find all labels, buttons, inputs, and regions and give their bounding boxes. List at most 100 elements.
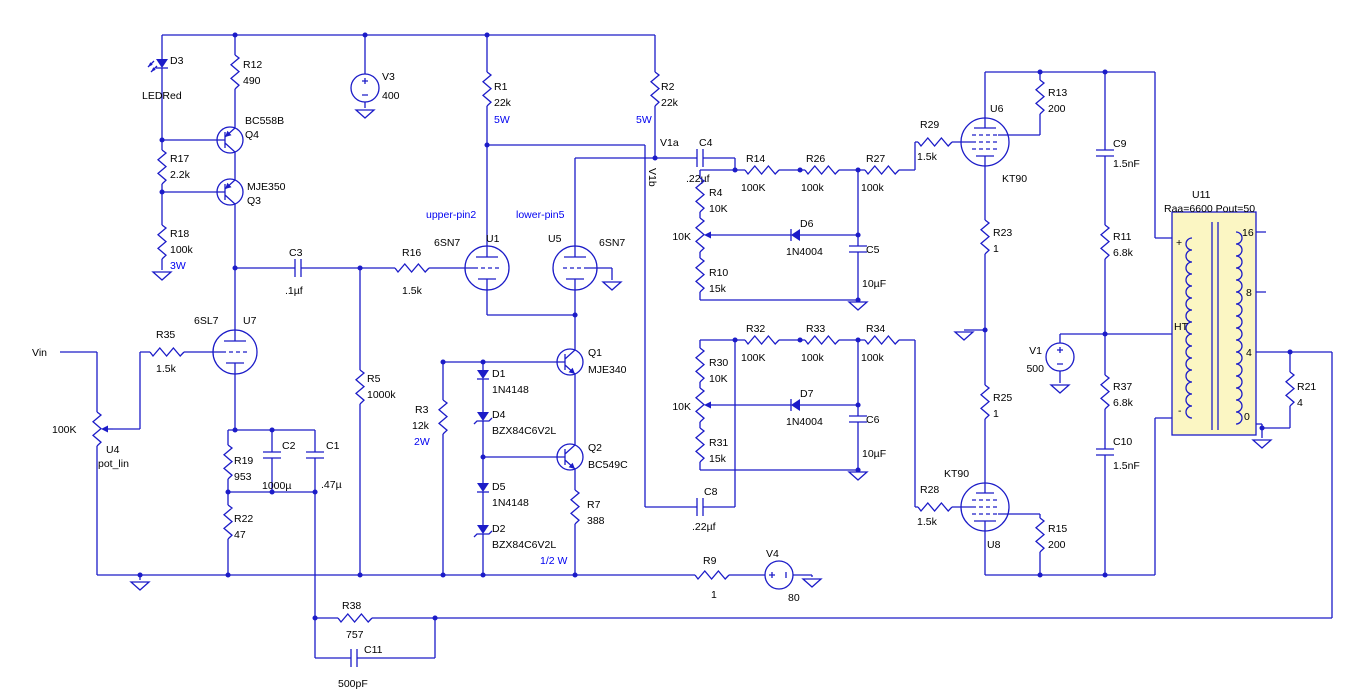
D5-value: 1N4148 [492,497,529,509]
resistor-R38[interactable]: R38 757 [337,600,373,641]
R12-value: 490 [243,75,261,87]
R4-value: 10K [709,203,728,215]
resistor-R28[interactable]: R28 1.5k [917,484,953,528]
vsource-V3[interactable]: V3 400 [350,71,400,103]
resistor-R32[interactable]: R32 100K [741,323,780,364]
Q1-value: MJE340 [588,364,627,376]
capacitor-C6[interactable]: C6 10µF [848,414,886,460]
D7-value: 1N4004 [786,416,823,428]
capacitor-C1[interactable]: C1 .47µ [305,440,342,491]
R28-name: R28 [920,484,939,496]
P1-value: 10K [672,231,691,243]
resistor-R5[interactable]: R5 1000k [355,369,396,405]
resistor-R13[interactable]: R13 200 [1035,79,1067,115]
C8-name: C8 [704,486,718,498]
R21-value: 4 [1297,397,1303,409]
resistor-R17[interactable]: R17 2.2k [157,149,191,185]
resistor-R2[interactable]: R2 22k 5W [636,71,679,126]
resistor-R18[interactable]: R18 100k 3W [157,224,194,272]
net-v1b: V1b [646,168,658,187]
diode-D1[interactable]: D1 1N4148 [476,368,529,396]
zener-D4[interactable]: D4 BZX84C6V2L [473,409,556,437]
R17-value: 2.2k [170,169,191,181]
resistor-R14[interactable]: R14 100K [741,153,780,194]
R38-value: 757 [346,629,364,641]
vsource-V4[interactable]: V4 80 [764,548,800,604]
resistor-R7[interactable]: R7 388 [570,489,605,527]
resistor-R16[interactable]: R16 1.5k [394,247,430,297]
diode-D7[interactable]: D7 1N4004 [786,388,823,428]
resistor-R15[interactable]: R15 200 [1035,517,1067,553]
resistor-R23[interactable]: R23 1 [980,219,1012,255]
R38-name: R38 [342,600,361,612]
resistor-R21[interactable]: R21 4 [1285,371,1316,409]
vsource-V1[interactable]: V1 500 [1026,342,1075,375]
R35-value: 1.5k [156,363,177,375]
resistor-R19[interactable]: R19 953 [223,444,253,483]
resistor-R25[interactable]: R25 1 [980,384,1012,420]
resistor-R31[interactable]: R31 15k [695,427,728,465]
resistor-R26[interactable]: R26 100k [801,153,840,194]
resistor-R27[interactable]: R27 100k [861,153,900,194]
resistor-R9[interactable]: R9 1 [694,555,730,601]
R37-value: 6.8k [1113,397,1134,409]
net-vin: Vin [32,347,47,359]
transistor-Q4[interactable]: BC558B Q4 [209,115,284,161]
resistor-R37[interactable]: R37 6.8k [1100,374,1134,410]
tap-0: 0 [1244,411,1250,423]
resistor-R33[interactable]: R33 100k [801,323,840,364]
resistor-R4[interactable]: R4 10K [695,177,728,215]
resistor-R1[interactable]: R1 22k 5W [482,71,512,126]
transistor-Q1[interactable]: Q1 MJE340 [549,341,627,383]
C4-name: C4 [699,137,713,149]
transformer-U11[interactable]: U11 Raa=6600 Pout=50 + HT - 16 8 4 0 [1164,189,1257,436]
capacitor-C9[interactable]: C9 1.5nF [1095,138,1140,170]
potentiometer-U4[interactable]: 100K U4 pot_lin [52,411,129,470]
tube-U1[interactable]: 6SN7 U1 [434,233,510,291]
R29-value: 1.5k [917,151,938,163]
R28-value: 1.5k [917,516,938,528]
capacitor-C3[interactable]: C3 .1µf [285,247,303,297]
D2-value: BZX84C6V2L [492,539,556,551]
R2-value: 22k [661,97,679,109]
diode-D6[interactable]: D6 1N4004 [786,218,823,258]
resistor-R3[interactable]: R3 12k 2W [412,399,448,448]
resistor-R11[interactable]: R11 6.8k [1100,224,1134,260]
R16-name: R16 [402,247,421,259]
resistor-R22[interactable]: R22 47 [223,504,253,541]
Q2-value: BC549C [588,459,628,471]
diode-D5[interactable]: D5 1N4148 [476,481,529,509]
tube-U7[interactable]: 6SL7 U7 [194,315,258,375]
transistor-Q2[interactable]: Q2 BC549C [549,436,628,478]
V1-name: V1 [1029,345,1042,357]
led-D3[interactable]: D3 LEDRed [142,55,184,102]
junction-dots [137,32,1293,621]
resistor-R35[interactable]: R35 1.5k [149,329,185,375]
C6-value: 10µF [862,448,886,460]
C6-name: C6 [866,414,880,426]
Q3-value: MJE350 [247,181,286,193]
capacitor-C11[interactable]: C11 500pF [338,644,383,690]
resistor-R29[interactable]: R29 1.5k [917,119,953,163]
capacitor-C2[interactable]: C2 1000µ [262,440,296,492]
capacitor-C10[interactable]: C10 1.5nF [1095,436,1140,472]
R25-value: 1 [993,408,999,420]
transistor-Q3[interactable]: MJE350 Q3 [209,171,286,213]
resistor-R10[interactable]: R10 15k [695,257,728,295]
resistor-R30[interactable]: R30 10K [695,347,728,385]
potentiometer-upper[interactable]: 10K [672,217,717,253]
R19-name: R19 [234,455,253,467]
R3-name: R3 [415,404,429,416]
tube-U6[interactable]: U6 KT90 [960,103,1027,185]
capacitor-C8[interactable]: C8 .22µf [692,486,718,533]
D5-name: D5 [492,481,506,493]
resistor-R12[interactable]: R12 490 [230,54,262,90]
tube-U5[interactable]: U5 6SN7 [548,233,625,291]
zener-D2[interactable]: D2 BZX84C6V2L 1/2 W [473,523,568,567]
potentiometer-lower[interactable]: 10K [672,387,717,423]
capacitor-C5[interactable]: C5 10µF [848,244,886,290]
resistor-R34[interactable]: R34 100k [861,323,900,364]
tube-U8[interactable]: KT90 U8 [944,468,1010,551]
C9-name: C9 [1113,138,1127,150]
